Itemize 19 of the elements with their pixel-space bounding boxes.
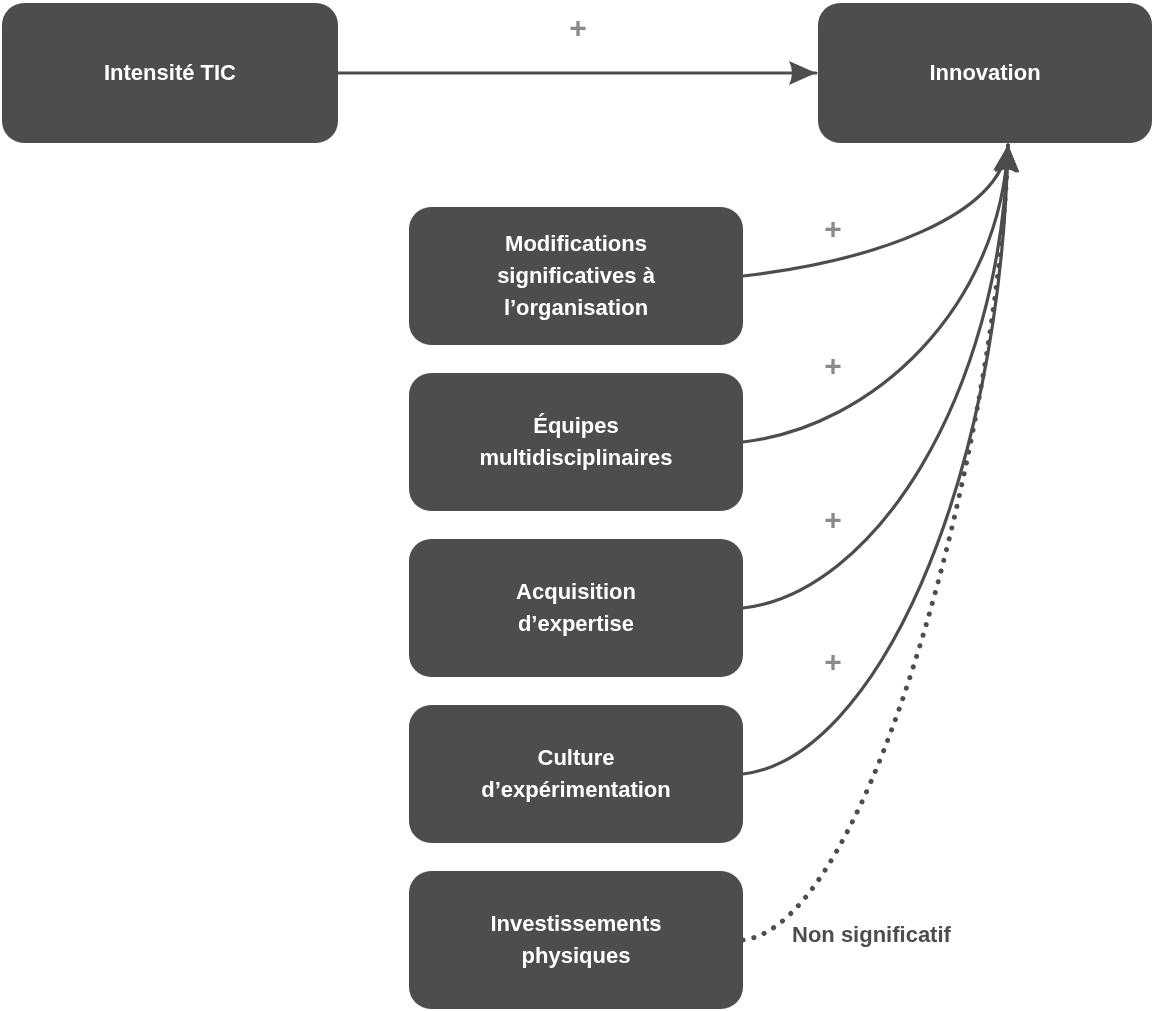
process-box xyxy=(409,705,743,843)
box-label: Innovation xyxy=(929,59,1041,88)
box-label: Équipes multidisciplinaires xyxy=(478,412,674,472)
process-box xyxy=(2,3,338,143)
box-label: Intensité TIC xyxy=(104,59,236,88)
box-label: Modifications significatives à l’organisation xyxy=(496,230,656,322)
process-box xyxy=(409,207,743,345)
edge-label: + xyxy=(824,351,842,381)
edge-label: + xyxy=(824,505,842,535)
box-label: Investissements physiques xyxy=(489,910,663,970)
process-box xyxy=(818,3,1152,143)
box-label: Culture d’expérimentation xyxy=(480,744,672,804)
box-label: Acquisition d’expertise xyxy=(515,578,637,638)
process-box xyxy=(409,871,743,1009)
process-box xyxy=(409,539,743,677)
edge-label: Non significatif xyxy=(792,924,951,946)
edge-label: + xyxy=(569,13,587,43)
edge-label: + xyxy=(824,647,842,677)
process-box xyxy=(409,373,743,511)
